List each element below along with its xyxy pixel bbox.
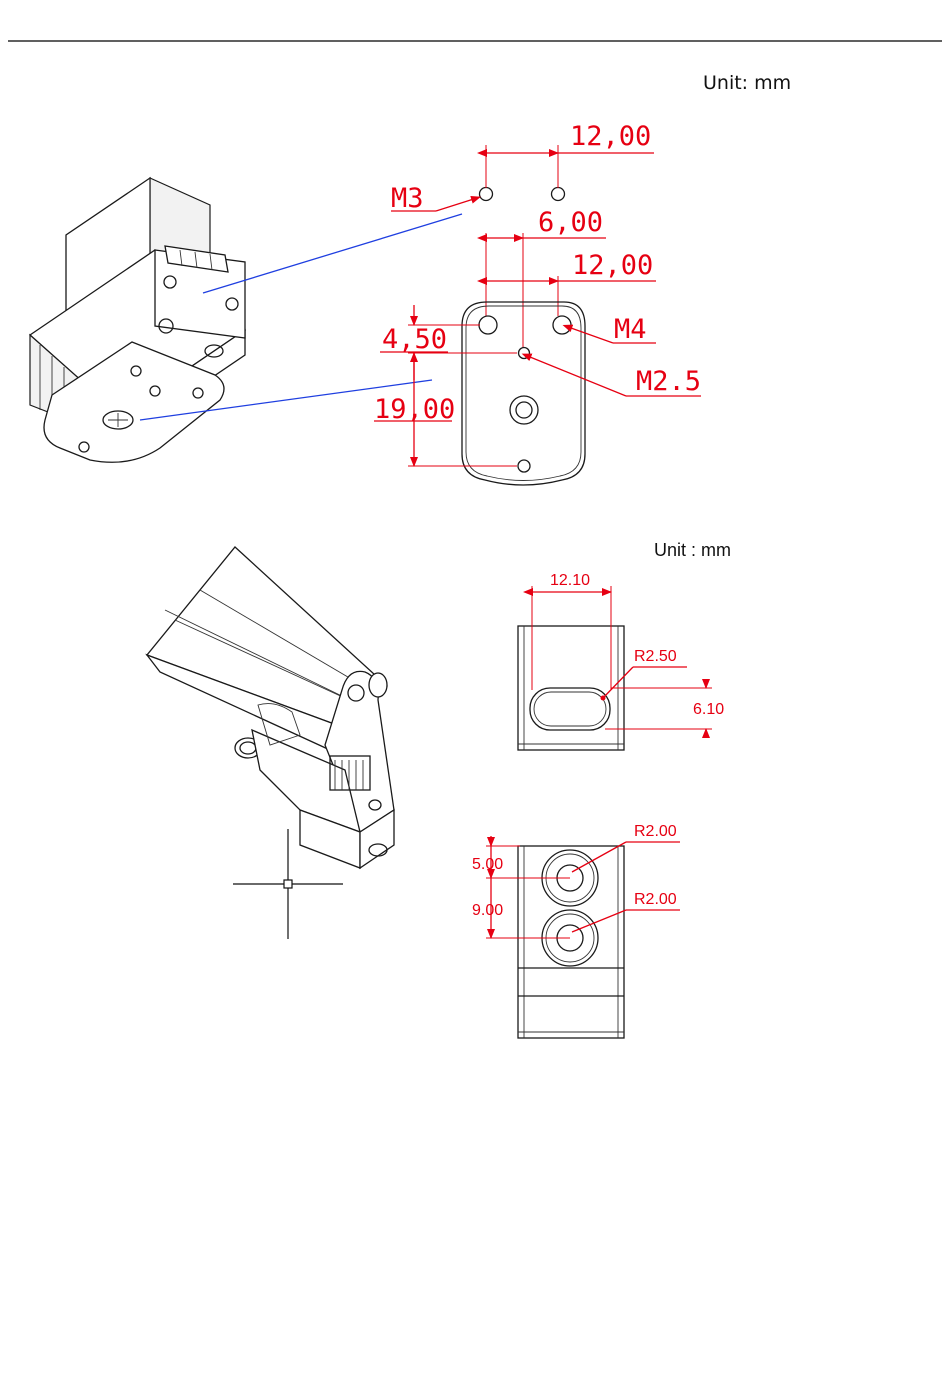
svg-text:5.00: 5.00 bbox=[472, 856, 503, 873]
hole-view bbox=[518, 846, 624, 1038]
dim-slot-height: 6.10 bbox=[605, 682, 724, 735]
svg-text:6.10: 6.10 bbox=[693, 701, 724, 718]
m3-hole-right bbox=[552, 188, 565, 201]
svg-text:12.10: 12.10 bbox=[550, 572, 590, 589]
svg-text:12,00: 12,00 bbox=[570, 121, 651, 152]
dim-hole-vertical: 5.00 9.00 bbox=[472, 836, 570, 938]
slot-view bbox=[518, 626, 624, 750]
dim-slot-width: 12.10 bbox=[532, 572, 611, 690]
svg-text:M3: M3 bbox=[391, 183, 424, 214]
svg-text:R2.00: R2.00 bbox=[634, 891, 677, 908]
dim-hole-radius-1: R2.00 bbox=[572, 823, 680, 872]
svg-text:4,50: 4,50 bbox=[382, 324, 447, 355]
svg-text:M2.5: M2.5 bbox=[636, 366, 701, 397]
unit-label-bottom: Unit : mm bbox=[654, 540, 731, 560]
leader-line-upper bbox=[203, 214, 462, 293]
dim-slot-radius: R2.50 bbox=[601, 648, 688, 701]
dim-top-spacing: 12,00 bbox=[486, 121, 654, 188]
svg-text:9.00: 9.00 bbox=[472, 902, 503, 919]
servo-isometric-drawing bbox=[30, 178, 245, 462]
unit-label-top: Unit: mm bbox=[703, 72, 791, 94]
svg-text:6,00: 6,00 bbox=[538, 207, 603, 238]
m3-hole-left bbox=[480, 188, 493, 201]
dim-m25-callout: M2.5 bbox=[530, 357, 701, 397]
svg-text:M4: M4 bbox=[614, 314, 647, 345]
svg-text:R2.50: R2.50 bbox=[634, 648, 677, 665]
bracket-isometric-drawing bbox=[147, 547, 394, 868]
dim-m3-callout: M3 bbox=[391, 183, 480, 214]
svg-text:R2.00: R2.00 bbox=[634, 823, 677, 840]
dim-hole-radius-2: R2.00 bbox=[572, 891, 680, 932]
svg-text:12,00: 12,00 bbox=[572, 250, 653, 281]
dim-offset: 6,00 bbox=[486, 207, 606, 238]
svg-text:19,00: 19,00 bbox=[374, 394, 455, 425]
